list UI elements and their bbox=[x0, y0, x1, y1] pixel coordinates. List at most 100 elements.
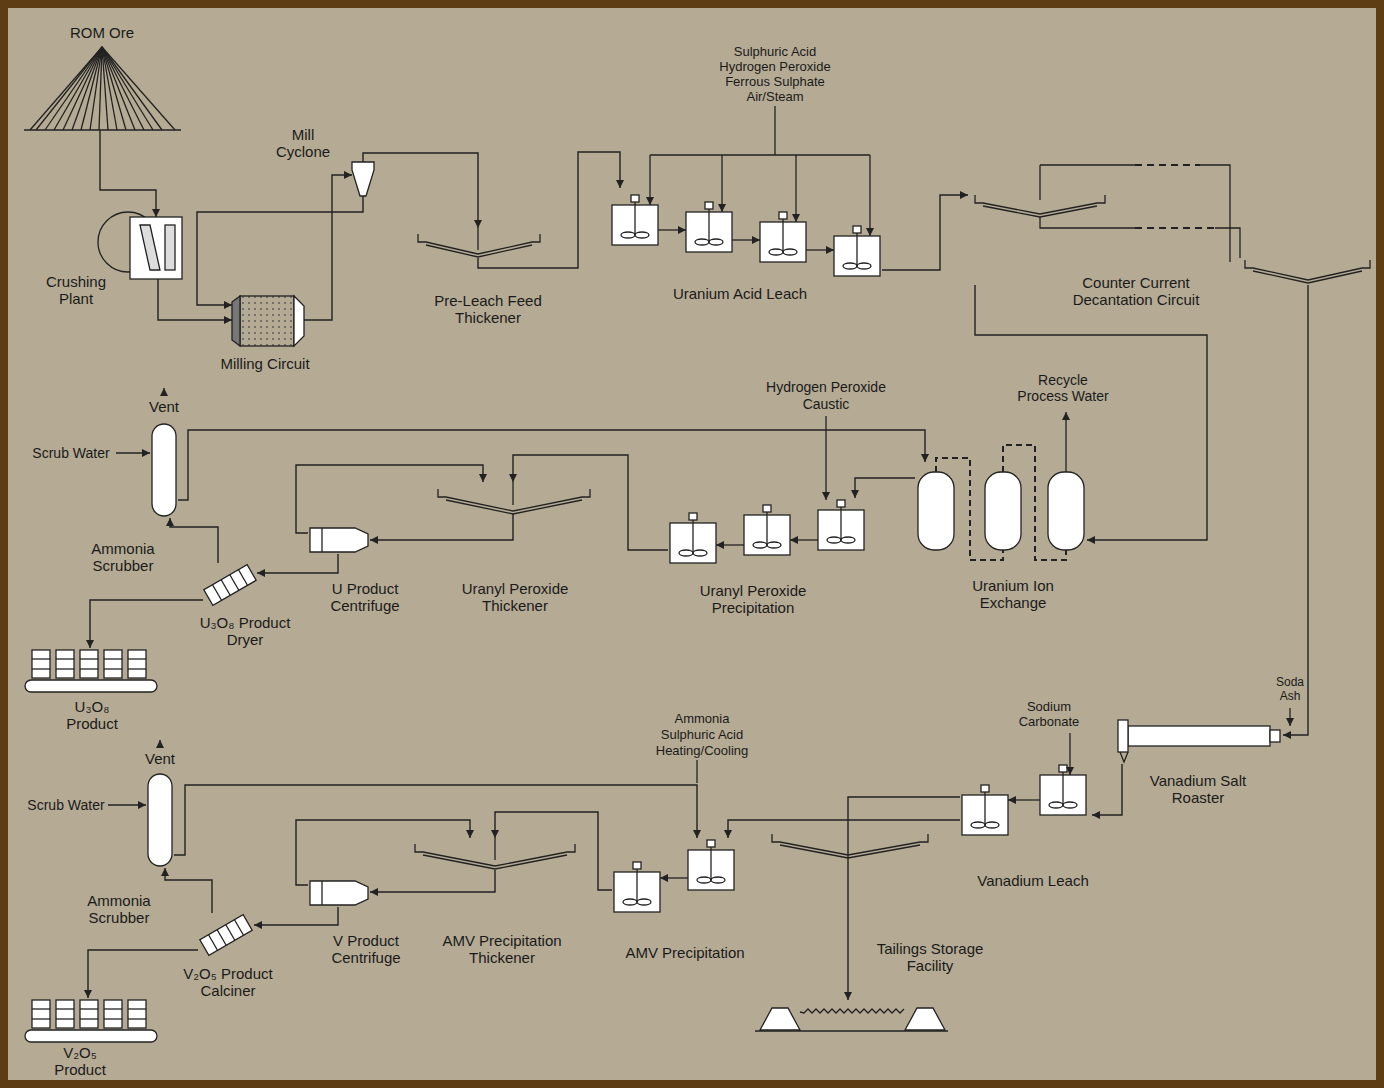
ion-exchange bbox=[936, 458, 1003, 560]
tailings-dam bbox=[760, 1008, 800, 1030]
ore-pile bbox=[90, 47, 102, 130]
calciner bbox=[200, 915, 252, 956]
unit-label: AMV Precipitation Thickener bbox=[427, 932, 577, 966]
leach-tanks bbox=[658, 229, 686, 230]
amv-tanks bbox=[688, 840, 734, 890]
thickener bbox=[446, 500, 582, 514]
centrifuge bbox=[310, 528, 368, 552]
ore-pile bbox=[63, 47, 102, 130]
precipitation-tanks bbox=[744, 505, 790, 555]
ccd-thickeners bbox=[1135, 164, 1200, 166]
flow-line bbox=[304, 175, 352, 320]
ore-pile bbox=[24, 129, 181, 130]
ccd-thickeners bbox=[1245, 260, 1370, 280]
ore-pile bbox=[81, 47, 102, 130]
drum-conveyor bbox=[128, 1000, 146, 1028]
leach-tanks bbox=[795, 155, 796, 222]
unit-label: Tailings Storage Facility bbox=[868, 940, 993, 974]
amv-tanks bbox=[660, 877, 688, 878]
process-unit: Ammonia Scrubber bbox=[146, 770, 174, 868]
ccd-thickeners bbox=[1135, 227, 1215, 229]
flow-line bbox=[728, 820, 960, 838]
process-unit: U₃O₈ Product Dryer bbox=[203, 563, 257, 607]
drum-conveyor bbox=[32, 668, 50, 669]
flow-line bbox=[363, 153, 478, 228]
drum-conveyor bbox=[104, 668, 122, 669]
drum-conveyor bbox=[80, 1000, 98, 1028]
tailings-dam bbox=[755, 1030, 948, 1031]
ore-pile bbox=[99, 47, 102, 130]
flow-line bbox=[855, 478, 915, 498]
leach-tanks bbox=[649, 155, 650, 205]
process-unit: Mill Cyclone bbox=[352, 162, 374, 196]
thickener bbox=[477, 228, 478, 250]
process-unit: AMV Precipitation bbox=[612, 838, 736, 912]
unit-label: AMV Precipitation bbox=[625, 944, 744, 961]
ball-mill bbox=[240, 296, 294, 346]
unit-label: Ammonia Scrubber bbox=[79, 892, 159, 926]
unit-label: Uranyl Peroxide Thickener bbox=[450, 580, 580, 614]
unit-label: Milling Circuit bbox=[220, 355, 309, 372]
drum-conveyor bbox=[80, 668, 98, 669]
amv-tanks bbox=[614, 862, 660, 912]
drum-conveyor bbox=[80, 1018, 98, 1019]
reagent-label: Air/Steam bbox=[746, 89, 803, 104]
centrifuge bbox=[321, 881, 322, 905]
process-unit: V Product Centrifuge bbox=[308, 879, 370, 907]
dryer bbox=[213, 570, 248, 601]
crusher bbox=[140, 225, 160, 270]
roaster bbox=[1289, 708, 1290, 726]
leach-tanks bbox=[834, 226, 880, 276]
reagent-label: Caustic bbox=[803, 396, 850, 412]
drum-conveyor bbox=[104, 658, 122, 659]
leach-tanks bbox=[612, 106, 880, 276]
process-unit: V₂O₅ Product Calciner bbox=[198, 913, 254, 957]
flow-line bbox=[158, 279, 232, 320]
flow-line bbox=[975, 285, 1207, 540]
drum-conveyor bbox=[56, 1000, 74, 1028]
thickener bbox=[418, 228, 540, 257]
ion-exchange bbox=[1048, 472, 1084, 550]
reagent-label: Ferrous Sulphate bbox=[725, 74, 825, 89]
precipitation-tanks bbox=[790, 539, 818, 540]
flow-line bbox=[513, 455, 668, 550]
thickener bbox=[512, 482, 513, 505]
drum-conveyor bbox=[128, 650, 146, 678]
scrubber bbox=[116, 452, 150, 453]
process-unit: Ammonia Scrubber bbox=[150, 420, 178, 518]
leach-tanks bbox=[612, 195, 658, 245]
tailings-dam bbox=[800, 1009, 904, 1013]
ore-pile bbox=[24, 47, 181, 130]
precipitation-tanks bbox=[670, 416, 864, 563]
ore-pile bbox=[102, 47, 153, 130]
ore-pile bbox=[72, 47, 102, 130]
drum-conveyor bbox=[32, 658, 50, 659]
process-unit: Milling Circuit bbox=[232, 292, 304, 348]
reagent-label: Heating/Cooling bbox=[656, 743, 749, 758]
flow-line bbox=[1092, 764, 1122, 815]
centrifuge bbox=[321, 528, 322, 552]
ion-exchange bbox=[1065, 412, 1066, 472]
reagent-label: Vent bbox=[149, 398, 179, 415]
ore-pile bbox=[54, 47, 102, 130]
drum-conveyor bbox=[80, 650, 98, 678]
crusher bbox=[165, 225, 175, 270]
ccd-thickeners bbox=[983, 206, 1097, 217]
ccd-thickeners bbox=[1253, 271, 1362, 283]
unit-label: Vanadium Leach bbox=[977, 872, 1088, 889]
reagent-label: Scrub Water bbox=[27, 797, 104, 813]
process-unit: U₃O₈ Product bbox=[25, 648, 157, 694]
precipitation-tanks bbox=[818, 500, 864, 550]
centrifuge bbox=[310, 881, 368, 905]
ore-pile bbox=[102, 47, 135, 130]
unit-label: V Product Centrifuge bbox=[321, 932, 411, 966]
ccd-thickeners bbox=[1040, 217, 1135, 228]
process-unit: Tailings Storage Facility bbox=[755, 1000, 948, 1032]
cyclone bbox=[352, 162, 374, 196]
centrifuge bbox=[310, 528, 368, 552]
crusher bbox=[130, 217, 182, 279]
reagent-label: Soda Ash bbox=[1270, 675, 1310, 703]
roaster bbox=[1270, 730, 1280, 742]
vanadium-leach-tanks bbox=[962, 733, 1086, 835]
